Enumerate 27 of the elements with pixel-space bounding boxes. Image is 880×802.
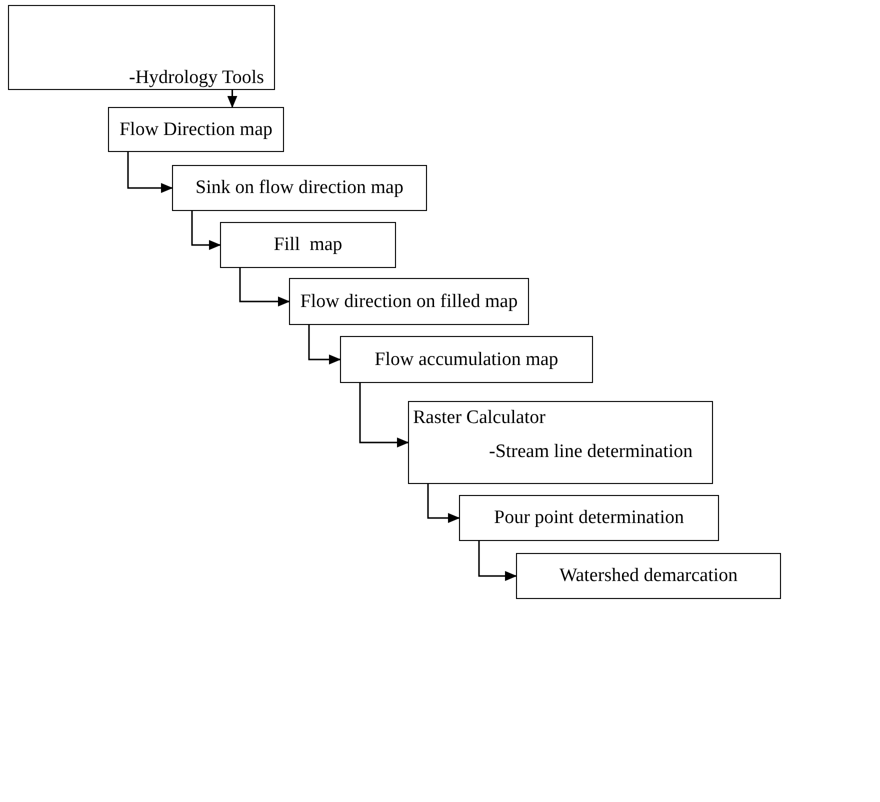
- process-box: [220, 222, 396, 268]
- box-label: Raster Calculator: [413, 406, 546, 430]
- box-sublabel: -Stream line determination: [489, 440, 693, 464]
- process-box: [408, 401, 713, 484]
- process-box: [459, 495, 719, 541]
- arrow: [127, 152, 173, 193]
- arrow: [239, 268, 290, 306]
- process-box: [172, 165, 427, 211]
- arrow: [427, 484, 460, 523]
- box-label: Flow Direction map: [118, 118, 274, 142]
- box-label: Watershed demarcation: [558, 564, 739, 588]
- arrow: [227, 90, 238, 108]
- box-label: Fill map: [272, 233, 344, 257]
- process-box: [8, 5, 275, 90]
- process-box: [289, 278, 529, 325]
- box-label: Pour point determination: [493, 506, 685, 530]
- process-box: [108, 107, 284, 152]
- arrow: [478, 541, 517, 581]
- box-label: Sink on flow direction map: [194, 176, 404, 200]
- arrow: [191, 211, 221, 250]
- process-box: [516, 553, 781, 599]
- arrow: [359, 383, 409, 448]
- box-label: -Hydrology Tools: [129, 66, 264, 90]
- arrow: [308, 325, 341, 364]
- box-label: Flow accumulation map: [374, 348, 560, 372]
- box-label: Flow direction on filled map: [299, 290, 519, 314]
- process-box: [340, 336, 593, 383]
